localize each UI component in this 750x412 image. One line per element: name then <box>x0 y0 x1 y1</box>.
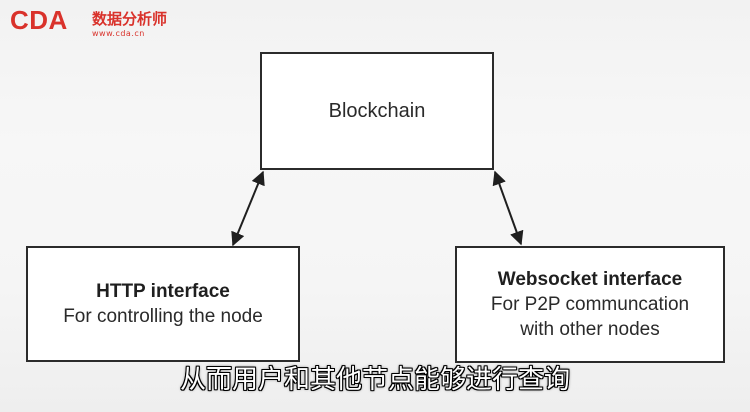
blockchain-box: Blockchain <box>260 52 494 170</box>
websocket-interface-line-1: For P2P communcation <box>490 294 690 315</box>
http-interface-box: HTTP interface For controlling the node <box>26 246 300 362</box>
logo-url: www.cda.cn <box>92 29 145 38</box>
arrow-blockchain-websocket <box>492 170 524 246</box>
cda-logo: CDA 数据分析师 www.cda.cn <box>10 7 170 39</box>
websocket-interface-line-2: with other nodes <box>520 319 660 340</box>
http-interface-title: HTTP interface <box>96 281 230 302</box>
arrow-blockchain-http <box>231 170 265 247</box>
logo-wordmark: CDA <box>10 5 68 35</box>
blockchain-label: Blockchain <box>328 99 426 122</box>
http-interface-description: For controlling the node <box>63 306 263 327</box>
websocket-interface-title: Websocket interface <box>497 269 683 290</box>
logo-chinese-name: 数据分析师 <box>92 10 168 28</box>
video-subtitle: 从而用户和其他节点能够进行查询 <box>179 365 570 395</box>
websocket-interface-box: Websocket interface For P2P communcation… <box>455 246 725 363</box>
